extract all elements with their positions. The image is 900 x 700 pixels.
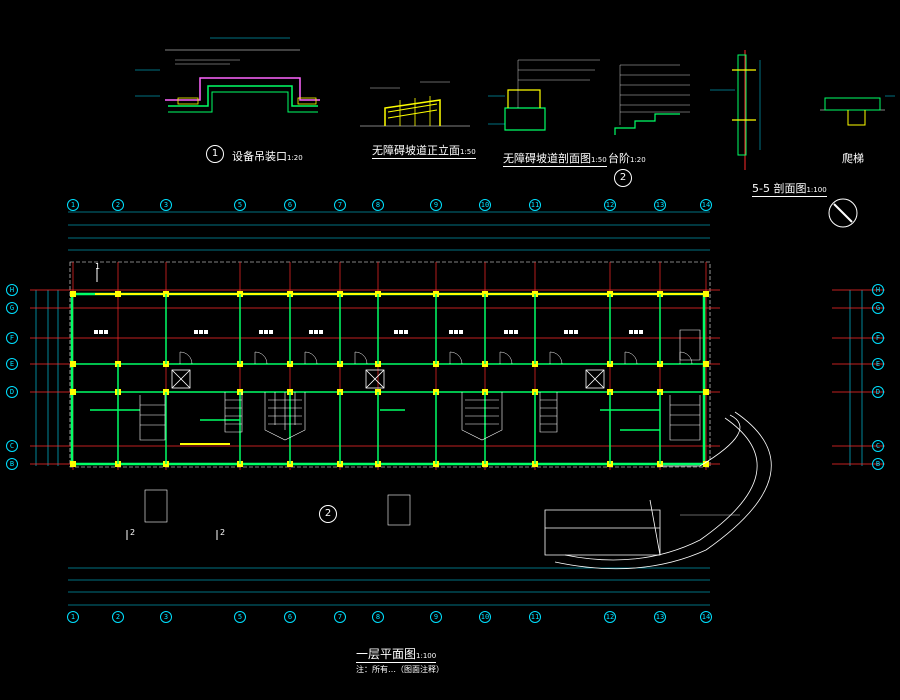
stair-1 xyxy=(264,392,306,441)
stair-2 xyxy=(461,392,503,441)
axis-top-11: 11 xyxy=(529,199,541,211)
detail-bubble-2: 2 xyxy=(614,169,632,187)
axis-right-H: H xyxy=(872,284,884,296)
detail-title-hoist: 设备吊装口1:20 xyxy=(232,150,303,163)
axis-right-C: C xyxy=(872,440,884,452)
axis-left-B: B xyxy=(6,458,18,470)
section-mark-2a: 2 xyxy=(130,528,136,537)
detail-steps xyxy=(614,64,690,135)
axis-top-1: 1 xyxy=(67,199,79,211)
north-arrow-icon xyxy=(828,198,858,228)
axis-bottom-13: 13 xyxy=(654,611,666,623)
axis-bottom-6: 6 xyxy=(284,611,296,623)
axis-top-9: 9 xyxy=(430,199,442,211)
axis-bottom-1: 1 xyxy=(67,611,79,623)
detail-ramp-elevation xyxy=(360,81,470,127)
detail-bubble-1: 1 xyxy=(206,145,224,163)
axis-right-D: D xyxy=(872,386,884,398)
axis-left-G: G xyxy=(6,302,18,314)
elevator-shafts xyxy=(171,369,605,389)
stair-5 xyxy=(139,395,166,441)
axis-top-14: 14 xyxy=(700,199,712,211)
axis-left-D: D xyxy=(6,386,18,398)
axis-left-F: F xyxy=(6,332,18,344)
axis-bottom-3: 3 xyxy=(160,611,172,623)
detail-hoist-opening xyxy=(135,37,320,113)
axis-bottom-7: 7 xyxy=(334,611,346,623)
axis-top-13: 13 xyxy=(654,199,666,211)
axis-top-8: 8 xyxy=(372,199,384,211)
axis-bottom-5: 5 xyxy=(234,611,246,623)
axis-right-B: B xyxy=(872,458,884,470)
axis-right-F: F xyxy=(872,332,884,344)
detail-title-steps: 台阶1:20 xyxy=(608,152,646,165)
section-mark-2b: 2 xyxy=(220,528,226,537)
detail-title-ramp-section: 无障碍坡道剖面图1:50 xyxy=(503,152,607,167)
axis-top-6: 6 xyxy=(284,199,296,211)
axis-left-C: C xyxy=(6,440,18,452)
axis-top-7: 7 xyxy=(334,199,346,211)
axis-bottom-11: 11 xyxy=(529,611,541,623)
section-mark-1: 1 xyxy=(95,262,101,271)
detail-ramp-section xyxy=(488,59,600,131)
axis-top-2: 2 xyxy=(112,199,124,211)
axis-top-3: 3 xyxy=(160,199,172,211)
stair-4 xyxy=(539,392,558,433)
detail-title-ladder: 爬梯 xyxy=(842,152,864,165)
axis-bottom-10: 10 xyxy=(479,611,491,623)
axis-bottom-12: 12 xyxy=(604,611,616,623)
axis-bottom-2: 2 xyxy=(112,611,124,623)
axis-right-E: E xyxy=(872,358,884,370)
axis-bottom-14: 14 xyxy=(700,611,712,623)
stair-6 xyxy=(669,329,701,441)
plan-note: 注：所有…（图面注释） xyxy=(356,665,444,674)
floor-plan xyxy=(30,211,885,606)
curved-annex xyxy=(544,411,772,570)
axis-top-12: 12 xyxy=(604,199,616,211)
axis-bottom-8: 8 xyxy=(372,611,384,623)
axis-top-10: 10 xyxy=(479,199,491,211)
detail-title-ramp-elevation: 无障碍坡道正立面1:50 xyxy=(372,144,476,159)
axis-right-G: G xyxy=(872,302,884,314)
detail-section-5-5 xyxy=(710,50,761,170)
detail-title-section-5-5: 5-5 剖面图1:100 xyxy=(752,182,827,197)
section-mark-bubble: 2 xyxy=(319,505,337,523)
axis-left-E: E xyxy=(6,358,18,370)
stair-3 xyxy=(224,392,243,433)
detail-ladder xyxy=(820,95,895,126)
axis-left-H: H xyxy=(6,284,18,296)
plan-title: 一层平面图1:100 xyxy=(356,647,437,663)
axis-top-5: 5 xyxy=(234,199,246,211)
axis-bottom-9: 9 xyxy=(430,611,442,623)
